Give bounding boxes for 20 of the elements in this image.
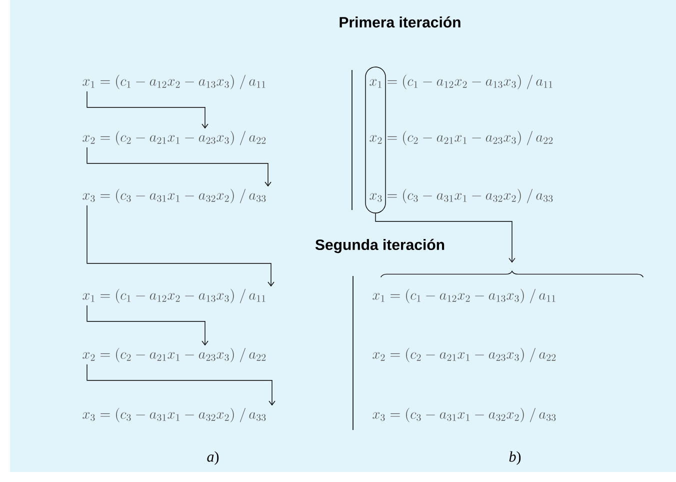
arrow [86,364,276,406]
equation: $x_1 = (c_1 - a_{12}x_2 - a_{13}x_3)\;/\,a_{11}$ [82,288,266,304]
equation: $x_3 = (c_3 - a_{31}x_1 - a_{32}x_2)\;/\,a_{33}$ [82,188,266,204]
panel-label: a) [207,451,219,465]
arrow [86,305,208,346]
title: Primera iteración [340,16,460,28]
arrow [86,205,274,287]
equation: $x_1 = (c_1 - a_{12}x_2 - a_{13}x_3)\;/\,a_{11}$ [82,74,266,90]
arrow [375,213,516,263]
equation: $x_2 = (c_2 - a_{21}x_1 - a_{23}x_3)\;/\,a_{22}$ [372,348,556,362]
curly-brace [380,270,644,278]
equation: $x_2 = (c_2 - a_{21}x_1 - a_{23}x_3)\;/\,a_{22}$ [82,130,266,146]
equation: $x_2 = (c_2 - a_{21}x_1 - a_{23}x_3)\;/\,a_{22}$ [82,348,266,362]
equation: $x_3 = (c_3 - a_{31}x_1 - a_{32}x_2)\;/\,a_{33}$ [372,408,556,422]
equation: $x_3 = (c_3 - a_{31}x_1 - a_{32}x_2)\;/\,a_{33}$ [82,408,266,422]
arrow [86,91,208,129]
panel-label: b) [509,451,521,465]
section-heading: Segunda iteración [315,238,444,254]
arrow [86,147,272,187]
equation: $x_1 = (c_1 - a_{12}x_2 - a_{13}x_3)\;/\,a_{11}$ [372,288,556,304]
